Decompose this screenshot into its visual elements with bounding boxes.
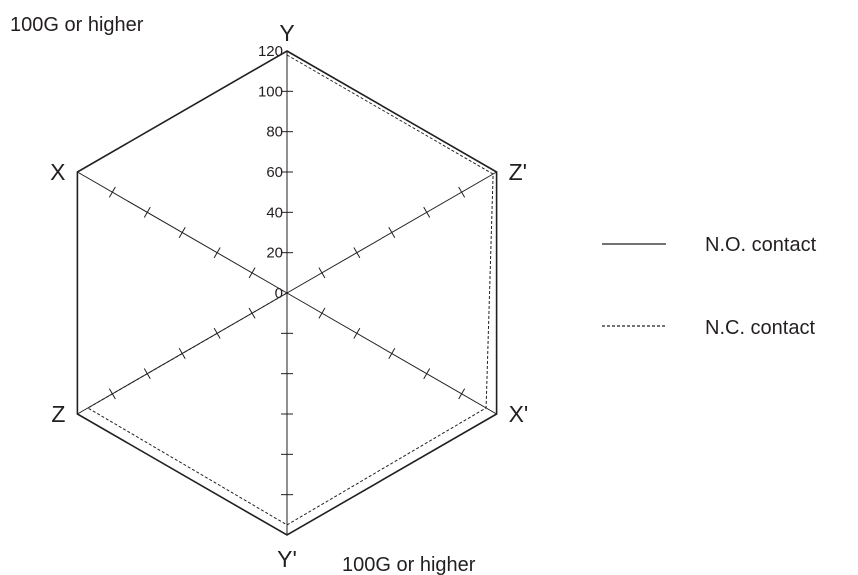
- tick-z-40: [213, 327, 221, 339]
- tick-x-prime-20: [318, 307, 326, 319]
- tick-x-20: [248, 267, 256, 279]
- series-group: [76, 50, 498, 536]
- series-n-o-contact: [76, 50, 498, 536]
- tick-label-20: 20: [266, 245, 283, 262]
- tick-x-80: [143, 206, 151, 218]
- legend-label-no-contact: N.O. contact: [705, 234, 817, 256]
- tick-z-prime-40: [353, 247, 361, 259]
- tick-z-prime-20: [318, 267, 326, 279]
- tick-z-prime-80: [423, 206, 431, 218]
- tick-x-40: [213, 247, 221, 259]
- axis-label-y-prime: Y': [277, 546, 297, 572]
- series-n-c-contact: [86, 54, 494, 526]
- tick-x-prime-40: [353, 327, 361, 339]
- tick-label-120: 120: [258, 43, 283, 60]
- tick-x-100: [108, 186, 116, 198]
- tick-label-60: 60: [266, 164, 283, 181]
- axis-label-x-prime: X': [509, 401, 529, 427]
- axis-spokes: [77, 51, 497, 535]
- axis-label-z-prime: Z': [509, 159, 527, 185]
- tick-x-prime-100: [458, 388, 466, 400]
- axis-labels: Y Z' X' Y' Z X: [50, 20, 528, 572]
- tick-z-20: [248, 307, 256, 319]
- axis-label-y: Y: [279, 20, 294, 46]
- tick-x-prime-60: [388, 348, 396, 359]
- tick-z-prime-100: [458, 186, 466, 198]
- tick-x-60: [178, 227, 186, 238]
- legend-label-nc-contact: N.C. contact: [705, 317, 815, 339]
- annotation-bottom: 100G or higher: [342, 554, 476, 575]
- tick-label-0: 0: [275, 285, 283, 302]
- annotation-top-left: 100G or higher: [10, 14, 144, 36]
- tick-x-prime-80: [423, 368, 431, 380]
- axis-label-z: Z: [51, 401, 65, 427]
- axis-label-x: X: [50, 159, 65, 185]
- tick-label-80: 80: [266, 124, 283, 141]
- legend: N.O. contact N.C. contact: [602, 234, 817, 339]
- tick-label-100: 100: [258, 83, 283, 100]
- tick-label-40: 40: [266, 204, 283, 221]
- tick-z-prime-60: [388, 227, 396, 238]
- tick-labels: 0 20 40 60 80 100 120: [258, 43, 283, 302]
